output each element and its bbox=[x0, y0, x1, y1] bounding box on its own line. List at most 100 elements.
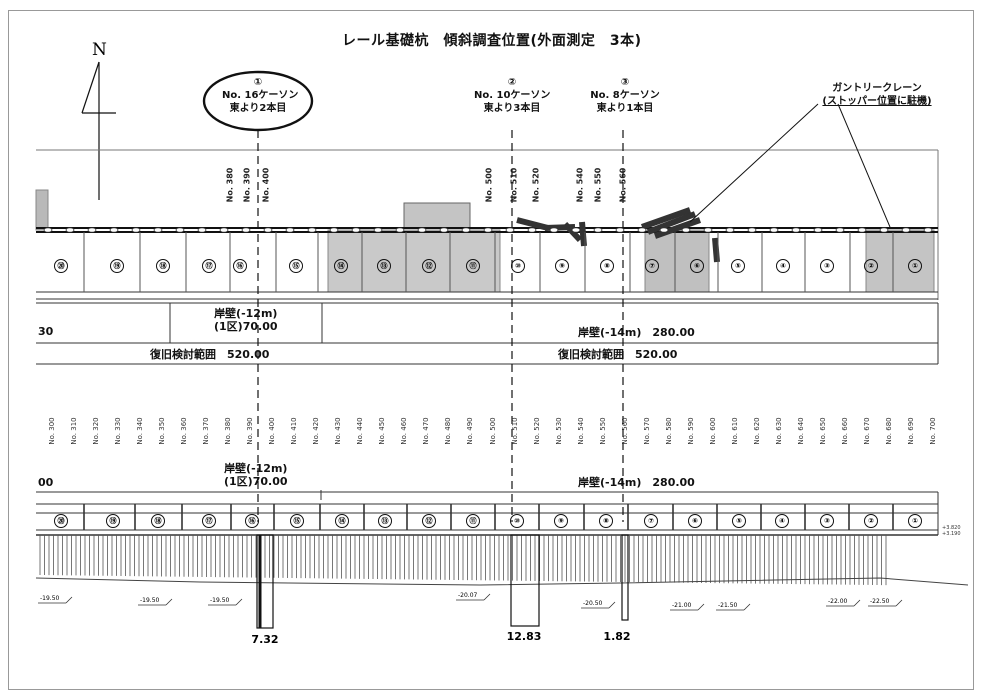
plan-caisson-number: ⑱ bbox=[156, 259, 170, 273]
plan-station-marker: No. 560 bbox=[618, 167, 628, 203]
plan-station-marker: No. 520 bbox=[531, 167, 541, 203]
elev-left-cut: 00 bbox=[38, 476, 54, 489]
north-arrow bbox=[81, 61, 116, 200]
elevation-station-marker: No. 370 bbox=[202, 417, 211, 445]
plan-caisson-dividers bbox=[43, 227, 933, 292]
plan-caisson-number: ⑩ bbox=[511, 259, 525, 273]
drawing-frame bbox=[8, 10, 974, 690]
plan-station-marker: No. 380 bbox=[225, 167, 235, 203]
elevation-caisson-number: ⑨ bbox=[554, 514, 568, 528]
plan-caisson-number: ⑳ bbox=[54, 259, 68, 273]
elevation-caisson-number: ⑭ bbox=[335, 514, 349, 528]
elevation-station-marker: No. 570 bbox=[642, 417, 651, 445]
elevation-station-marker: No. 340 bbox=[136, 417, 145, 445]
elevation-station-marker: No. 520 bbox=[532, 417, 541, 445]
tilt-value-1: 7.32 bbox=[251, 633, 279, 646]
plan-caisson-number: ⑪ bbox=[466, 259, 480, 273]
elevation-station-marker: No. 530 bbox=[554, 417, 563, 445]
elevation-station-marker: No. 470 bbox=[422, 417, 431, 445]
elevation-caisson-number: ⑮ bbox=[290, 514, 304, 528]
elevation-station-marker: No. 650 bbox=[818, 417, 827, 445]
elevation-station-marker: No. 400 bbox=[268, 417, 277, 445]
elevation-station-marker: No. 540 bbox=[576, 417, 585, 445]
plan-caisson-number: ⑮ bbox=[289, 259, 303, 273]
depth-label: -21.50 bbox=[718, 602, 738, 609]
elevation-station-marker: No. 640 bbox=[796, 417, 805, 445]
depth-label: -22.50 bbox=[870, 598, 890, 605]
range-left: 復旧検討範囲 520.00 bbox=[150, 348, 270, 361]
plan-caisson-number: ⑧ bbox=[600, 259, 614, 273]
wall-section-14: 岸壁(-14m) 280.00 bbox=[578, 326, 695, 339]
elevation-caisson-number: ① bbox=[908, 514, 922, 528]
elevation-station-marker: No. 660 bbox=[840, 417, 849, 445]
elevation-station-marker: No. 480 bbox=[444, 417, 453, 445]
wall-section-12: 岸壁(-12m) (1区)70.00 bbox=[214, 307, 278, 333]
location-3-label: ③ No. 8ケーソン 東より1本目 bbox=[590, 76, 660, 115]
elev-section-14: 岸壁(-14m) 280.00 bbox=[578, 476, 695, 489]
elevation-station-marker: No. 440 bbox=[356, 417, 365, 445]
elevation-station-marker: No. 670 bbox=[862, 417, 871, 445]
plan-station-marker: No. 540 bbox=[575, 167, 585, 203]
depth-label: -22.00 bbox=[828, 598, 848, 605]
elevation-station-marker: No. 690 bbox=[906, 417, 915, 445]
plan-caisson-number: ② bbox=[864, 259, 878, 273]
elevation-view bbox=[36, 490, 939, 536]
north-label: N bbox=[92, 40, 107, 60]
elevation-caisson-number: ⑱ bbox=[151, 514, 165, 528]
plan-caisson-number: ⑨ bbox=[555, 259, 569, 273]
elevation-caisson-number: ⑲ bbox=[106, 514, 120, 528]
elevation-station-marker: No. 700 bbox=[929, 417, 937, 445]
elevation-caisson-number: ⑳ bbox=[54, 514, 68, 528]
elevation-caisson-number: ⑫ bbox=[422, 514, 436, 528]
pile-group bbox=[38, 504, 903, 611]
elevation-station-marker: No. 620 bbox=[752, 417, 761, 445]
wall-bands bbox=[36, 302, 939, 365]
elevation-caisson-number: ⑰ bbox=[202, 514, 216, 528]
elevation-station-marker: No. 610 bbox=[730, 417, 739, 445]
elevation-caisson-number: ② bbox=[864, 514, 878, 528]
depth-label: -19.50 bbox=[140, 597, 160, 604]
depth-label: -19.50 bbox=[40, 595, 60, 602]
elevation-station-marker: No. 350 bbox=[158, 417, 167, 445]
plan-caisson-number: ④ bbox=[776, 259, 790, 273]
elevation-station-marker: No. 460 bbox=[400, 417, 409, 445]
elevation-station-marker: No. 410 bbox=[290, 417, 299, 445]
drawing-title: レール基礎杭 傾斜調査位置(外面測定 3本) bbox=[342, 33, 642, 49]
location-3-pile: 東より1本目 bbox=[596, 103, 654, 114]
location-3-mark: ③ bbox=[620, 77, 630, 88]
right-elevation-top: +3.820 bbox=[942, 525, 961, 531]
plan-caisson-number: ① bbox=[908, 259, 922, 273]
elevation-caisson-number: ⑧ bbox=[599, 514, 613, 528]
depth-label: -21.00 bbox=[672, 602, 692, 609]
elevation-station-marker: No. 450 bbox=[378, 417, 387, 445]
elevation-station-marker: No. 550 bbox=[598, 417, 607, 445]
gantry-crane-label: ガントリークレーン (ストッパー位置に駐機) bbox=[812, 82, 942, 108]
elevation-station-marker: No. 300 bbox=[48, 417, 56, 445]
elevation-station-marker: No. 330 bbox=[114, 417, 123, 445]
elevation-caisson-number: ⑩ bbox=[510, 514, 524, 528]
plan-caisson-number: ⑭ bbox=[334, 259, 348, 273]
plan-station-marker: No. 390 bbox=[242, 167, 252, 203]
elevation-station-marker: No. 390 bbox=[246, 417, 255, 445]
plan-caisson-number: ⑰ bbox=[202, 259, 216, 273]
depth-label: -19.50 bbox=[210, 597, 230, 604]
elevation-station-marker: No. 510 bbox=[510, 417, 519, 445]
elevation-station-marker: No. 430 bbox=[334, 417, 343, 445]
elevation-caisson-number: ⑬ bbox=[378, 514, 392, 528]
right-elevation-tag: +3.820 +3.190 bbox=[942, 525, 961, 537]
tilt-value-3: 1.82 bbox=[603, 630, 631, 643]
location-1-label: ① No. 16ケーソン 東より2本目 bbox=[222, 76, 298, 115]
plan-station-marker: No. 510 bbox=[509, 167, 519, 203]
plan-station-marker: No. 400 bbox=[261, 167, 271, 203]
elev-section-12-depth: 岸壁(-12m) bbox=[224, 462, 288, 475]
elevation-caisson-number: ⑯ bbox=[245, 514, 259, 528]
tilt-value-2: 12.83 bbox=[506, 630, 542, 643]
seabed-line bbox=[35, 577, 969, 586]
survey-lines bbox=[257, 130, 624, 522]
elevation-caisson-number: ⑪ bbox=[466, 514, 480, 528]
plan-caisson-number: ⑦ bbox=[645, 259, 659, 273]
location-2-caisson: No. 10ケーソン bbox=[474, 90, 551, 101]
plan-caisson-number: ⑫ bbox=[422, 259, 436, 273]
plan-caisson-number: ⑲ bbox=[110, 259, 124, 273]
elevation-station-marker: No. 630 bbox=[774, 417, 783, 445]
